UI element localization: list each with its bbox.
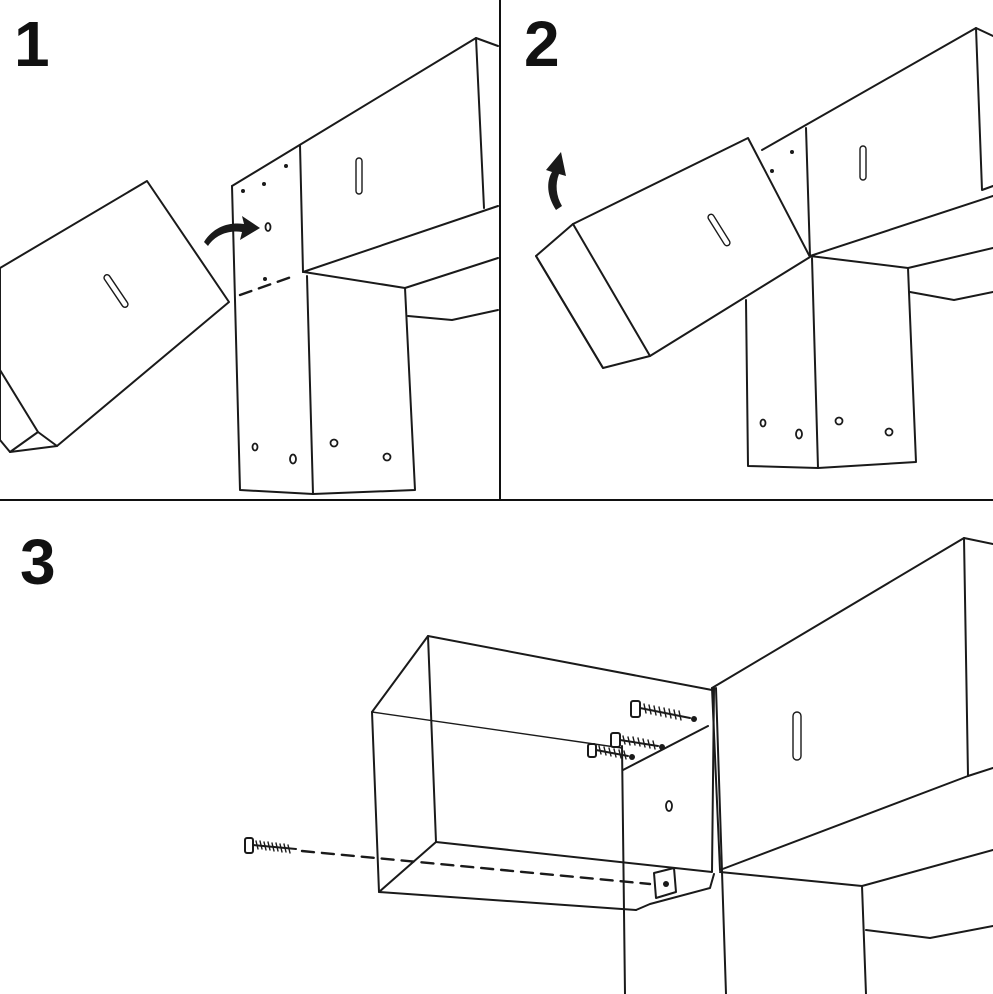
- slot-hole: [103, 274, 129, 308]
- panel-step-1: 1: [0, 8, 499, 495]
- screw-hole: [665, 800, 673, 812]
- post-2: [745, 257, 917, 469]
- screw-path: [300, 849, 652, 886]
- slot-hole: [355, 157, 363, 195]
- slot-hole: [792, 711, 802, 761]
- step-number-2: 2: [524, 8, 560, 80]
- screw-hole: [795, 428, 803, 440]
- step-number-3: 3: [20, 526, 56, 598]
- screw-hole: [834, 416, 844, 426]
- screw-hole: [289, 453, 297, 465]
- screw-hole: [759, 418, 767, 428]
- post-3: [621, 687, 727, 994]
- screw-icon: [630, 700, 697, 722]
- curved-arrow-up-icon: [546, 152, 566, 210]
- bracket-3: [300, 635, 715, 911]
- panel-step-3: 3: [20, 526, 993, 994]
- screw-hole: [884, 427, 894, 437]
- bracket-2: [535, 137, 811, 369]
- slot-hole: [859, 145, 867, 181]
- screw-icon: [244, 837, 297, 854]
- beam-top-1: [231, 37, 499, 321]
- panel-step-2: 2: [524, 8, 993, 469]
- step-number-1: 1: [14, 8, 50, 80]
- beam-3: [711, 537, 993, 994]
- screw-icon: [610, 732, 665, 750]
- screw-icon: [587, 743, 635, 760]
- post-1: [231, 164, 416, 495]
- beam-top-2: [761, 27, 993, 301]
- curved-arrow-right-icon: [204, 216, 260, 246]
- screw-hole: [329, 438, 339, 448]
- bracket-1: [0, 180, 230, 453]
- screw-hole: [382, 452, 392, 462]
- slot-hole: [707, 213, 731, 247]
- screw-hole: [251, 442, 259, 452]
